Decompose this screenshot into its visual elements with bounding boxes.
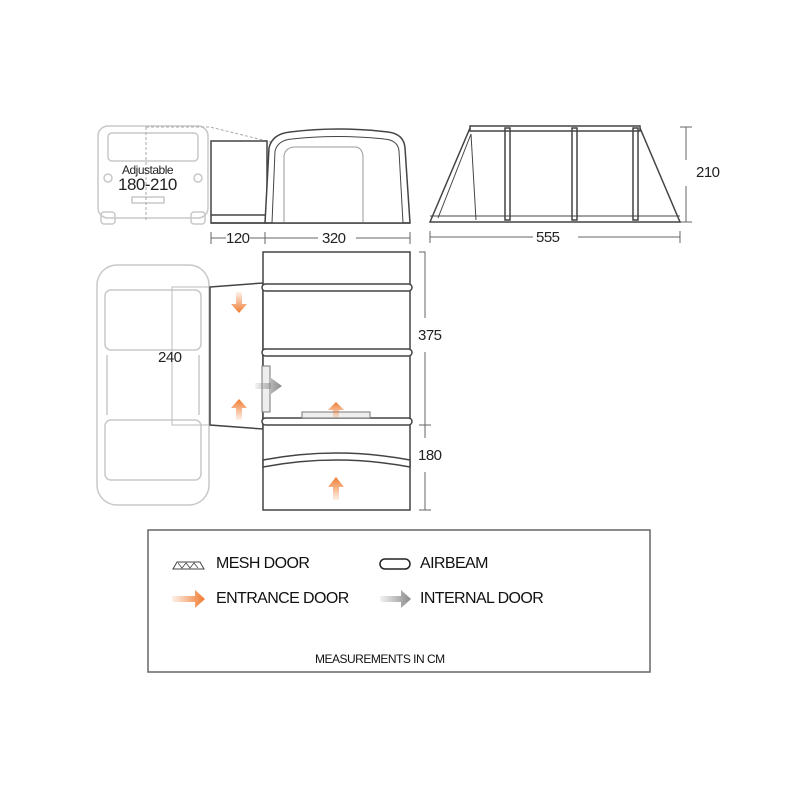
porch-depth-dimension: 180 — [418, 447, 442, 464]
internal-door-icon — [380, 590, 411, 608]
total-length-dimension: 555 — [536, 229, 560, 246]
airbeam-icon — [379, 558, 411, 570]
entrance-door-icon — [172, 590, 205, 608]
vehicle-height-guide — [145, 126, 276, 222]
tent-length-dimension: 320 — [322, 230, 346, 247]
entrance-arrow-icon — [231, 399, 247, 420]
legend-mesh-door: MESH DOOR — [216, 555, 310, 572]
legend-internal-door: INTERNAL DOOR — [420, 590, 544, 607]
adjustable-label: Adjustable — [122, 163, 174, 177]
legend-entrance-door: ENTRANCE DOOR — [216, 590, 349, 607]
tunnel-width-dimension: 240 — [158, 349, 182, 366]
airbeams-plan — [261, 283, 413, 468]
measurements-footnote: MEASUREMENTS IN CM — [315, 652, 445, 666]
height-dimension: 210 — [696, 164, 720, 181]
entrance-arrow-icon — [328, 477, 344, 500]
vehicle-rear-view — [97, 125, 209, 225]
tent-width-dimension: 375 — [418, 327, 442, 344]
tent-end-elevation — [428, 125, 682, 223]
legend-airbeam: AIRBEAM — [420, 555, 488, 572]
internal-arrow-icon — [255, 378, 282, 394]
entrance-arrow-icon — [328, 402, 344, 418]
vehicle-top-view — [96, 264, 210, 506]
entrance-arrow-icon — [231, 292, 247, 313]
tunnel-length-dimension: 120 — [226, 230, 250, 247]
adjustable-range: 180-210 — [118, 175, 177, 194]
entrance-arrows — [231, 292, 344, 500]
tent-plan — [262, 251, 411, 511]
dimension-lines — [210, 126, 692, 511]
tent-side-view — [210, 128, 411, 224]
